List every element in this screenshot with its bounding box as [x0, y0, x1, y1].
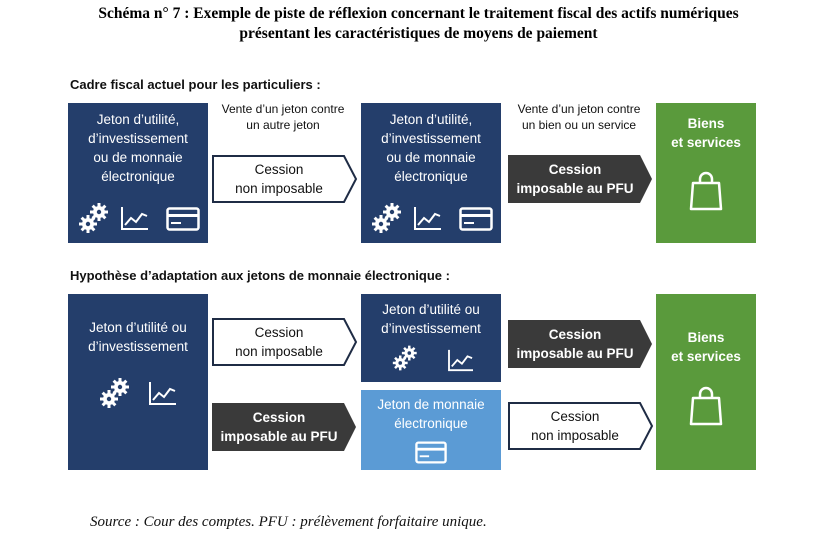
section1-heading: Cadre fiscal actuel pour les particulier…	[70, 77, 321, 92]
s2-box-top-line-2: d’investissement	[381, 321, 481, 336]
s2-emoney-box: Jeton de monnaie électronique	[361, 390, 501, 470]
s1-box2-line-4: électronique	[394, 169, 468, 184]
title-line-2: présentant les caractéristiques de moyen…	[239, 25, 598, 42]
s1-box2-line-1: Jeton d’utilité,	[389, 112, 473, 127]
s1-arrow1-line-1: Cession	[254, 162, 304, 177]
s2-arrow-bottom	[212, 403, 356, 451]
s2-box-bottom-line-2: électronique	[394, 416, 468, 431]
s2-box1-line-2: d’investissement	[88, 339, 188, 354]
s1-caption1-line-2: un autre jeton	[246, 118, 320, 132]
s1-caption2-line-2: un bien ou un service	[521, 118, 637, 132]
section2-heading: Hypothèse d’adaptation aux jetons de mon…	[70, 268, 450, 283]
source-note: Source : Cour des comptes. PFU : prélève…	[90, 514, 487, 530]
s1-arrow-2	[508, 155, 652, 203]
s1-arrow2-label: Cession imposable au PFU	[508, 155, 642, 203]
s2-token-box-left: Jeton d’utilité ou d’investissement	[68, 294, 208, 470]
s1-arrow1-label: Cession non imposable	[212, 155, 346, 203]
shopping-bag-icon	[689, 171, 723, 211]
s1-caption-1: Vente d’un jeton contre un autre jeton	[208, 101, 358, 133]
s2-arrow-right-top-line-2: imposable au PFU	[516, 346, 634, 361]
s1-arrow2-line-1: Cession	[548, 162, 602, 177]
gears-icon	[392, 345, 417, 371]
s2-arrow-right-top	[508, 320, 652, 368]
s1-box1-line-1: Jeton d’utilité,	[96, 112, 180, 127]
s2-arrow-top-label: Cession non imposable	[212, 318, 346, 366]
shopping-bag-icon	[689, 386, 723, 426]
s2-box-top-line-1: Jeton d’utilité ou	[382, 302, 480, 317]
s2-arrow-top-line-2: non imposable	[235, 344, 323, 359]
s2-arrow-bottom-line-2: imposable au PFU	[220, 429, 338, 444]
s1-caption2-line-1: Vente d’un jeton contre	[517, 102, 641, 116]
s2-arrow-bottom-line-1: Cession	[252, 410, 306, 425]
s2-token-box-top: Jeton d’utilité ou d’investissement	[361, 294, 501, 382]
s2-arrow-top	[212, 318, 358, 366]
chart-line-icon	[448, 349, 473, 372]
s1-token-box-1: Jeton d’utilité, d’investissement ou de …	[68, 103, 208, 243]
s2-arrow-right-bottom-line-2: non imposable	[531, 428, 619, 443]
s2-goods-box: Biens et services	[656, 294, 756, 470]
s1-arrow1-line-2: non imposable	[235, 181, 323, 196]
chart-line-icon	[121, 207, 148, 230]
s1-token-box-2: Jeton d’utilité, d’investissement ou de …	[361, 103, 501, 243]
s2-arrow-top-line-1: Cession	[254, 325, 304, 340]
card-icon	[415, 441, 447, 464]
s2-arrow-right-bottom-line-1: Cession	[550, 409, 600, 424]
s2-arrow-right-bottom	[508, 402, 654, 450]
s1-arrow2-line-2: imposable au PFU	[516, 181, 634, 196]
chart-line-icon	[414, 207, 441, 230]
s1-goods-line-2: et services	[671, 135, 741, 150]
chart-line-icon	[149, 382, 176, 405]
s1-box1-line-4: électronique	[101, 169, 175, 184]
s2-goods-line-2: et services	[671, 349, 741, 364]
s2-arrow-bottom-label: Cession imposable au PFU	[212, 403, 346, 451]
card-icon	[166, 207, 200, 231]
s1-goods-box: Biens et services	[656, 103, 756, 243]
s1-caption1-line-1: Vente d’un jeton contre	[221, 102, 345, 116]
s2-arrow-right-top-label: Cession imposable au PFU	[508, 320, 642, 368]
s1-box1-line-3: ou de monnaie	[93, 150, 183, 165]
figure-title: Schéma n° 7 : Exemple de piste de réflex…	[0, 4, 837, 44]
s2-arrow-right-top-line-1: Cession	[548, 327, 602, 342]
s1-box2-line-3: ou de monnaie	[386, 150, 476, 165]
s2-box1-line-1: Jeton d’utilité ou	[89, 320, 187, 335]
title-line-1: Schéma n° 7 : Exemple de piste de réflex…	[98, 5, 739, 22]
s1-goods-line-1: Biens	[687, 116, 725, 131]
gears-icon	[100, 378, 129, 408]
card-icon	[459, 207, 493, 231]
s1-box2-line-2: d’investissement	[381, 131, 481, 146]
s2-box-bottom-line-1: Jeton de monnaie	[377, 397, 485, 412]
s1-caption-2: Vente d’un jeton contre un bien ou un se…	[504, 101, 654, 133]
s1-arrow-1	[212, 155, 358, 203]
gears-icon	[372, 203, 401, 233]
gears-icon	[79, 203, 108, 233]
s1-box1-line-2: d’investissement	[88, 131, 188, 146]
s2-goods-line-1: Biens	[687, 330, 725, 345]
s2-arrow-right-bottom-label: Cession non imposable	[508, 402, 642, 450]
